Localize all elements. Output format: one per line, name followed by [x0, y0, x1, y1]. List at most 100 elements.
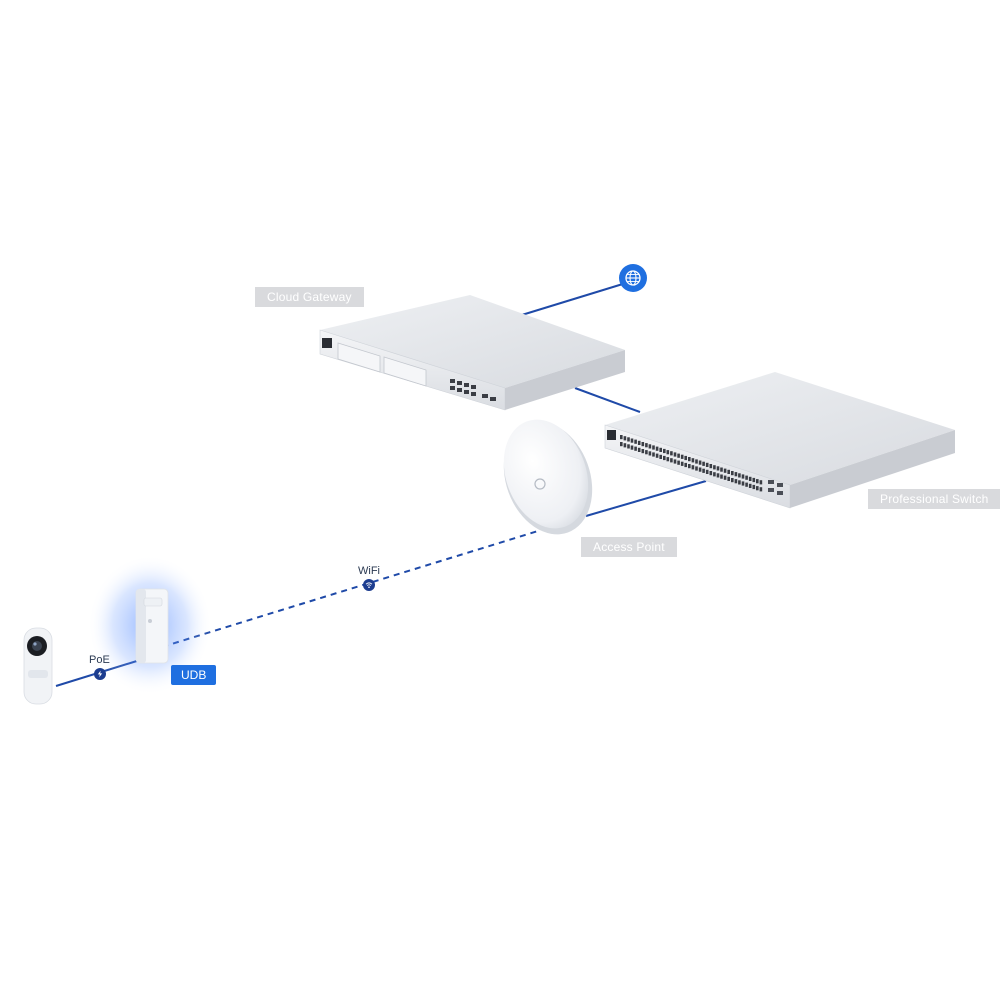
switch-sfp-port	[768, 480, 774, 484]
switch-port	[734, 479, 738, 484]
switch-port	[688, 464, 691, 469]
switch-port	[673, 452, 677, 457]
switch-port	[659, 447, 662, 452]
switch-port	[720, 467, 723, 472]
switch-port	[705, 462, 709, 467]
gateway-power-port	[322, 338, 332, 348]
switch-port	[731, 471, 734, 476]
switch-port	[648, 451, 652, 456]
switch-port	[709, 464, 713, 469]
lightning-icon	[97, 670, 103, 678]
switch-port	[648, 444, 652, 449]
switch-port	[695, 466, 698, 471]
cloud-gateway-device	[319, 295, 625, 411]
switch-port	[652, 445, 655, 450]
switch-port	[659, 454, 662, 459]
switch-port	[666, 457, 670, 462]
switch-port	[677, 453, 680, 458]
switch-port	[670, 458, 673, 463]
switch-port	[691, 458, 695, 463]
switch-port	[731, 478, 734, 483]
gateway-switch-link	[574, 387, 641, 413]
switch-port	[727, 469, 730, 474]
switch-port	[680, 454, 684, 459]
switch-port	[738, 473, 741, 478]
switch-port	[756, 486, 759, 491]
switch-port	[691, 465, 695, 470]
udb-label: UDB	[171, 665, 217, 685]
switch-port	[741, 481, 745, 486]
switch-port	[741, 474, 745, 479]
switch-port	[641, 449, 645, 454]
switch-port-bank	[620, 435, 783, 495]
switch-port	[652, 452, 655, 457]
wifi-icon	[365, 582, 373, 588]
switch-ap-link	[585, 480, 707, 517]
switch-port	[759, 480, 763, 485]
switch-port	[645, 450, 648, 455]
poe-badge	[94, 668, 106, 680]
switch-port	[713, 465, 716, 470]
switch-port	[748, 476, 752, 481]
switch-port	[748, 483, 752, 488]
switch-port	[702, 468, 705, 473]
switch-sfp-port	[777, 483, 783, 487]
switch-port	[716, 473, 720, 478]
internet-link	[511, 282, 627, 319]
switch-port	[698, 467, 702, 472]
switch-port	[627, 437, 630, 442]
switch-port	[684, 462, 687, 468]
switch-port	[713, 472, 716, 477]
wifi-badge	[363, 579, 375, 591]
switch-sfp-port	[768, 488, 774, 492]
wifi-link	[151, 530, 539, 651]
switch-port	[756, 479, 759, 484]
switch-port	[752, 477, 756, 483]
switch-port	[670, 451, 673, 456]
switch-port	[688, 457, 691, 462]
switch-port	[705, 469, 709, 474]
switch-port	[641, 442, 645, 447]
switch-port	[734, 472, 738, 477]
switch-port	[666, 450, 670, 455]
access-point-label: Access Point	[581, 537, 677, 557]
switch-port	[709, 471, 713, 476]
switch-port	[627, 444, 630, 449]
poe-link-label: PoE	[89, 654, 110, 666]
switch-port	[645, 443, 648, 448]
switch-port	[663, 455, 666, 461]
camera-device	[23, 627, 53, 705]
switch-port	[698, 460, 702, 465]
switch-port	[752, 484, 756, 490]
switch-port	[634, 446, 637, 451]
cloud-gateway-label: Cloud Gateway	[255, 287, 364, 307]
switch-port	[745, 482, 748, 487]
switch-port	[634, 439, 637, 444]
switch-port	[695, 459, 698, 464]
professional-switch-label: Professional Switch	[868, 489, 1000, 509]
switch-port	[637, 440, 641, 445]
switch-port	[623, 443, 627, 448]
switch-port	[630, 445, 634, 450]
switch-power-port	[607, 430, 616, 440]
switch-port	[655, 446, 659, 451]
ap-led-ring	[534, 478, 546, 490]
access-point-device	[503, 419, 593, 535]
switch-port	[727, 476, 730, 481]
switch-port	[723, 475, 727, 480]
switch-port	[720, 474, 723, 479]
switch-port	[623, 436, 627, 441]
internet-badge	[619, 264, 647, 292]
switch-port	[680, 461, 684, 466]
switch-port	[637, 447, 641, 452]
switch-port	[620, 442, 623, 447]
wifi-link-label: WiFi	[358, 565, 380, 577]
professional-switch-device	[604, 372, 955, 509]
switch-port	[716, 466, 720, 471]
globe-icon	[625, 270, 641, 286]
switch-sfp-port	[777, 491, 783, 495]
switch-port	[684, 455, 687, 461]
switch-port	[655, 453, 659, 458]
